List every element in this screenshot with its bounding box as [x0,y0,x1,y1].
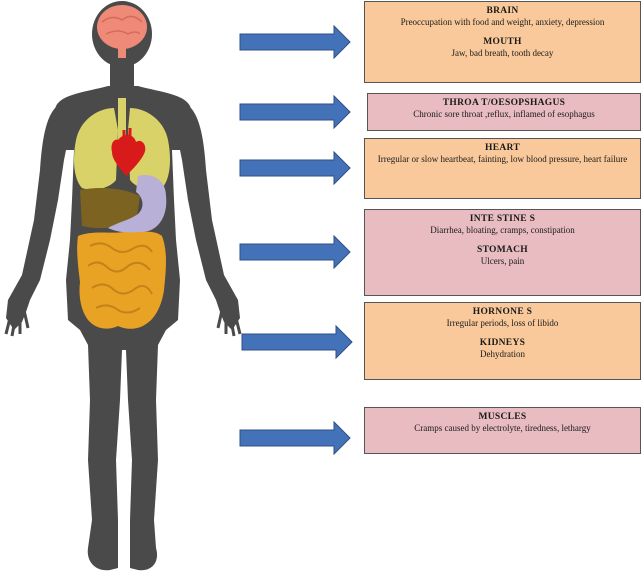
info-box-heart: HEART Irregular or slow heartbeat, faint… [364,138,641,199]
info-box-intestines-stomach: INTE STINE S Diarrhea, bloating, cramps,… [364,209,641,296]
left-lung [74,108,118,190]
intestines-title: INTE STINE S [469,214,536,224]
stomach-title: STOMACH [476,245,528,255]
heart-organ [111,134,146,176]
trachea [118,98,126,140]
heart-desc: Irregular or slow heartbeat, fainting, l… [377,154,628,164]
right-lung [128,108,170,190]
hormones-title: HORNONE S [472,307,533,317]
throat-desc: Chronic sore throat ,reflux, inflamed of… [413,109,595,119]
arrows [239,24,353,456]
muscles-desc: Cramps caused by electrolyte, tiredness,… [414,423,591,433]
brain-title: BRAIN [486,6,519,16]
muscles-title: MUSCLES [478,412,527,422]
intestines-organ [77,231,166,329]
brain-folds [101,15,143,35]
left-arm [6,104,70,330]
arrow-throat [239,94,351,130]
intestine-coils [87,242,153,314]
info-box-hormones-kidneys: HORNONE S Irregular periods, loss of lib… [364,302,641,380]
arrow-intestines [239,234,351,270]
brain-organ [97,5,147,49]
info-box-throat: THROA T/OESOPSHAGUS Chronic sore throat … [367,93,641,131]
kidneys-title: KIDNEYS [479,338,526,348]
info-box-muscles: MUSCLES Cramps caused by electrolyte, ti… [364,407,641,454]
intestines-desc: Diarrhea, bloating, cramps, constipation [430,225,575,235]
mouth-title: MOUTH [483,37,522,47]
arrow-heart [239,150,351,186]
stomach-organ [108,174,167,233]
arrow-hormones [241,324,353,360]
organs [74,5,170,329]
left-hand-fingers [4,309,30,337]
stomach-desc: Ulcers, pain [480,256,525,266]
brain-stem [118,48,126,58]
right-arm [176,104,240,330]
info-box-brain-mouth: BRAIN Preoccupation with food and weight… [364,1,641,83]
arrow-muscles [239,420,351,456]
heart-vessels [122,128,132,140]
right-hand-fingers [216,309,242,337]
brain-desc: Preoccupation with food and weight, anxi… [400,17,605,27]
heart-title: HEART [485,143,520,153]
throat-title: THROA T/OESOPSHAGUS [442,98,566,108]
hormones-desc: Irregular periods, loss of libido [446,318,559,328]
arrow-brain [239,24,351,60]
kidneys-desc: Dehydration [480,349,525,359]
mouth-desc: Jaw, bad breath, tooth decay [451,48,554,58]
liver-organ [80,188,140,229]
